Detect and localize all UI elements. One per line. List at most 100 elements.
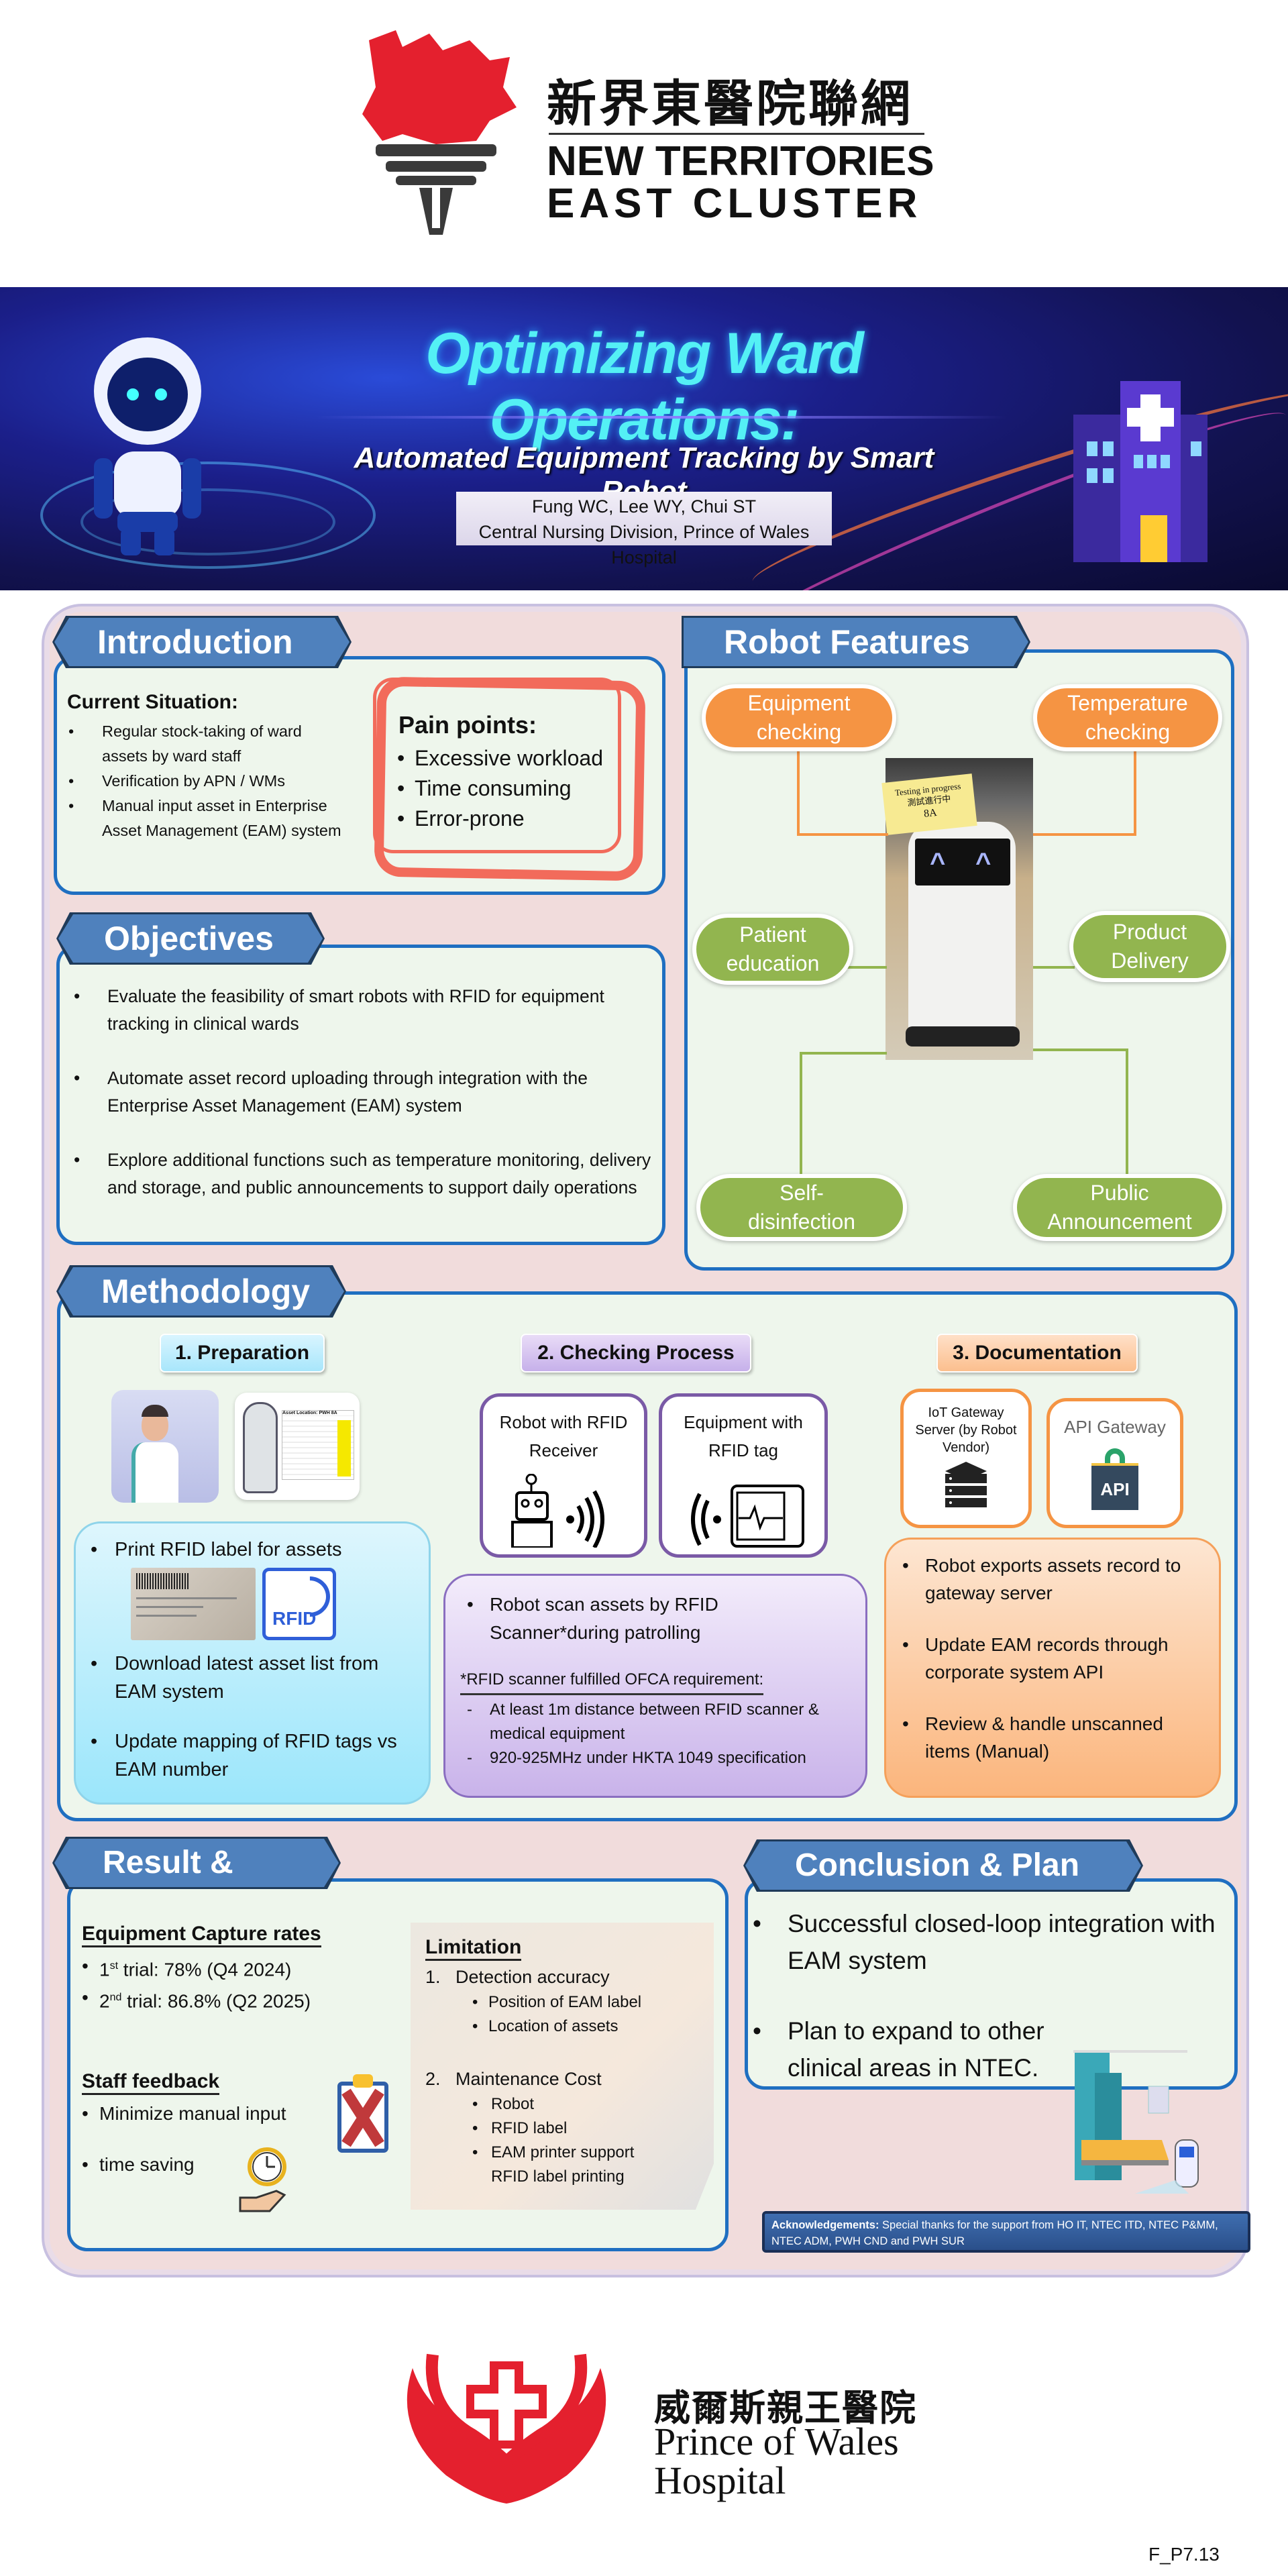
nurse-illustration	[111, 1390, 219, 1503]
list-item: time saving	[75, 2151, 286, 2179]
pain-points-heading: Pain points:	[398, 711, 537, 739]
acknowledgements-label: Acknowledgements:	[771, 2219, 879, 2231]
pain-points-list: Excessive workload Time consuming Error-…	[390, 743, 603, 834]
objectives-list: Evaluate the feasibility of smart robots…	[67, 983, 657, 1201]
iot-gateway-box: IoT Gateway Server (by Robot Vendor)	[900, 1389, 1032, 1528]
list-item: Update mapping of RFID tags vs EAM numbe…	[84, 1727, 415, 1784]
current-situation-heading: Current Situation:	[67, 691, 238, 713]
list-item: Verification by APN / WMs	[62, 769, 350, 794]
authors: Fung WC, Lee WY, Chui ST	[531, 496, 757, 517]
acknowledgements-banner: Acknowledgements: Special thanks for the…	[762, 2211, 1250, 2253]
result-heading: Result & Limitation	[54, 1839, 339, 1887]
pain-points-scribble	[373, 678, 621, 853]
list-item: Excessive workload	[390, 743, 603, 773]
poster-title: Optimizing Ward Operations:	[425, 321, 864, 452]
server-stack-icon	[945, 1462, 987, 1507]
ntec-cjk-name: 新界東醫院聯網	[547, 75, 913, 133]
feature-product-delivery: Product Delivery	[1069, 911, 1230, 982]
title-divider	[315, 416, 1006, 419]
list-item: Robot	[466, 2092, 667, 2116]
box-label: Robot with RFID Receiver	[499, 1412, 628, 1460]
box-label: Equipment with RFID tag	[684, 1412, 803, 1460]
conclusion-list: Successful closed-loop integration with …	[746, 1905, 1229, 2086]
pwh-name-line2: Hospital	[654, 2459, 786, 2502]
rfid-icon: RFID	[262, 1568, 339, 1640]
list-item: Time consuming	[390, 773, 603, 804]
checklist-cross-icon	[337, 2074, 388, 2153]
staff-feedback-heading: Staff feedback	[82, 2070, 220, 2095]
robot-face-screen: ^ ^	[915, 839, 1010, 885]
ntec-logo	[356, 27, 523, 241]
ntec-name-line1: NEW TERRITORIES	[547, 138, 934, 184]
preparation-card: Print RFID label for assets RFID Downloa…	[74, 1521, 431, 1805]
feature-patient-education: Patient education	[692, 914, 853, 985]
testing-note: Testing in progress 測試進行中 8A	[881, 773, 977, 835]
equipment-rfid-tag-box: Equipment with RFID tag	[659, 1393, 828, 1558]
feature-public-announcement: Public Announcement	[1013, 1174, 1226, 1241]
acknowledgements-text: Special thanks for the support from HO I…	[771, 2219, 1218, 2247]
introduction-heading: Introduction	[54, 618, 350, 666]
banner-robot-icon	[94, 337, 201, 555]
conclusion-heading: Conclusion & Plan	[745, 1841, 1141, 1890]
list-item: 920-925MHz under HKTA 1049 specification	[460, 1746, 852, 1770]
poster-subtitle: Automated Equipment Tracking by Smart Ro…	[354, 441, 934, 508]
list-item: Explore additional functions such as tem…	[67, 1146, 657, 1201]
list-item: At least 1m distance between RFID scanne…	[460, 1698, 852, 1746]
checking-card: Robot scan assets by RFID Scanner*during…	[443, 1574, 867, 1798]
list-item: Evaluate the feasibility of smart robots…	[67, 983, 657, 1038]
capture-rates-heading: Equipment Capture rates	[82, 1923, 321, 1947]
api-icon: API	[1091, 1448, 1138, 1510]
limitation-heading: Limitation	[425, 1936, 522, 1961]
staff-feedback-list: Minimize manual input time saving	[75, 2100, 286, 2179]
methodology-heading: Methodology	[58, 1267, 344, 1316]
box-label: API Gateway	[1064, 1417, 1166, 1437]
list-item: Review & handle unscanned items (Manual)	[896, 1710, 1210, 1765]
step-checking-label: 2. Checking Process	[521, 1334, 751, 1373]
robot-photo: ^ ^ Testing in progress 測試進行中 8A	[881, 758, 1033, 1060]
feature-temperature-checking: Temperature checking	[1033, 684, 1222, 751]
objectives-heading: Objectives	[58, 914, 323, 963]
list-item: Robot scan assets by RFID Scanner*during…	[460, 1591, 852, 1647]
pwh-logo	[407, 2353, 606, 2504]
monitor-signal-icon	[691, 1485, 804, 1548]
limitation-item: 2. Maintenance Cost	[425, 2069, 602, 2089]
title-banner: Optimizing Ward Operations: Automated Eq…	[0, 287, 1288, 590]
sheet-title: Asset Location: PWH 8A	[282, 1411, 354, 1415]
limitation-note: Limitation 1. Detection accuracy Positio…	[411, 1923, 714, 2210]
feature-equipment-checking: Equipment checking	[702, 684, 896, 751]
header-divider	[549, 133, 924, 135]
api-gateway-box: API Gateway API	[1046, 1398, 1183, 1528]
current-situation-list: Regular stock-taking of ward assets by w…	[62, 719, 350, 843]
list-item: Manual input asset in Enterprise Asset M…	[62, 794, 350, 843]
robot-features-heading: Robot Features	[684, 618, 1028, 666]
ntec-torch-icon	[362, 30, 517, 235]
list-item: Error-prone	[390, 804, 603, 834]
list-item: RFID label	[466, 2116, 667, 2141]
robot-signal-icon	[511, 1473, 604, 1550]
step-documentation-label: 3. Documentation	[936, 1334, 1138, 1373]
limitation-item: 1. Detection accuracy	[425, 1967, 610, 1987]
robot-asset-list-image: Asset Location: PWH 8A	[235, 1393, 360, 1500]
ntec-name-line2: EAST CLUSTER	[547, 180, 922, 227]
list-item: Print RFID label for assets	[84, 1536, 415, 1564]
box-label: IoT Gateway Server (by Robot Vendor)	[915, 1405, 1017, 1455]
list-item: Update EAM records through corporate sys…	[896, 1631, 1210, 1686]
robot-rfid-receiver-box: Robot with RFID Receiver	[480, 1393, 647, 1558]
list-item: Regular stock-taking of ward assets by w…	[62, 719, 350, 769]
pwh-name-line1: Prince of Wales	[654, 2420, 899, 2463]
list-item: 2nd trial: 86.8% (Q2 2025)	[75, 1984, 311, 2015]
list-item: Position of EAM label	[466, 1990, 714, 2015]
list-item: Automate asset record uploading through …	[67, 1065, 657, 1120]
list-item: Successful closed-loop integration with …	[746, 1905, 1229, 1979]
api-text: API	[1091, 1462, 1138, 1510]
rfid-label-photo	[131, 1568, 256, 1640]
feature-self-disinfection: Self-disinfection	[696, 1174, 907, 1241]
rfid-text: RFID	[272, 1607, 317, 1629]
affiliation: Central Nursing Division, Prince of Wale…	[478, 522, 810, 568]
list-item: Download latest asset list from EAM syst…	[84, 1650, 415, 1706]
ofca-note-heading: *RFID scanner fulfilled OFCA requirement…	[460, 1667, 764, 1696]
clock-hand-icon	[239, 2147, 286, 2212]
step-preparation-label: 1. Preparation	[160, 1334, 325, 1373]
banner-hospital-icon	[1073, 381, 1208, 562]
poster-code: F_P7.13	[1148, 2544, 1220, 2565]
